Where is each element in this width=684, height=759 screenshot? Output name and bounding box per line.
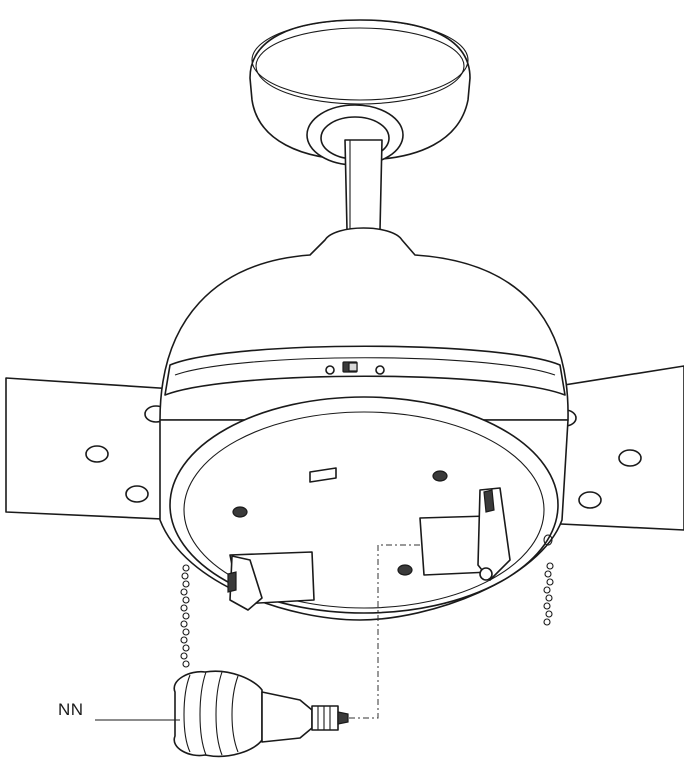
right-socket-icon (419, 487, 511, 581)
callout-label: NN (58, 700, 84, 719)
cfl-bulb-icon (173, 670, 349, 758)
installation-guide-line (348, 544, 420, 719)
light-kit-icon (159, 396, 569, 621)
canopy-icon (249, 19, 471, 166)
left-pull-chain-icon (180, 564, 190, 668)
right-pull-chain-icon (543, 562, 554, 626)
left-socket-icon (227, 551, 315, 611)
downrod-icon (344, 139, 383, 231)
motor-housing-icon (159, 227, 569, 421)
